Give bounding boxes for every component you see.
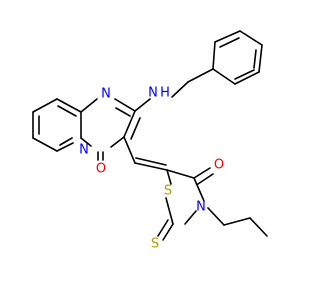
bond-double-inner — [130, 117, 141, 140]
atom-label-o: O — [96, 162, 106, 177]
bond-double-inner — [115, 107, 131, 117]
atom-label-s: S — [151, 237, 159, 252]
bond — [249, 217, 268, 237]
bond-double-inner — [234, 69, 255, 80]
bond — [212, 68, 236, 85]
bond — [32, 98, 58, 113]
bond — [110, 136, 125, 148]
atom-label-n: N — [79, 143, 89, 158]
atom-label-n: N — [148, 86, 158, 101]
bond — [80, 137, 92, 147]
bond — [193, 167, 211, 179]
bond — [223, 217, 251, 226]
bond — [184, 210, 197, 225]
atom-layer: N N N H O O S N S — [79, 86, 224, 252]
bond — [135, 157, 167, 166]
bond — [56, 142, 74, 152]
molecule-structure: N N N H O O S N S — [32, 30, 268, 252]
bond — [171, 81, 189, 98]
bond-double-inner — [253, 49, 257, 69]
bond-layer — [32, 30, 268, 241]
bond — [197, 173, 214, 185]
bond — [187, 68, 214, 83]
bond — [207, 207, 225, 226]
bond — [134, 162, 168, 171]
bond — [123, 136, 136, 164]
bond — [166, 169, 172, 185]
bond — [80, 98, 98, 113]
bond — [234, 71, 260, 85]
bond — [165, 197, 174, 225]
bond-double-inner — [57, 105, 77, 117]
bond — [114, 98, 136, 112]
bond — [56, 98, 82, 113]
bond — [32, 137, 58, 152]
bond-double-inner — [59, 137, 73, 146]
bond — [134, 98, 151, 112]
atom-label-n: N — [101, 87, 111, 102]
atom-label-n: N — [196, 200, 206, 215]
bond — [157, 219, 169, 237]
bond — [214, 30, 241, 43]
atom-label-h: H — [160, 86, 170, 101]
bond — [258, 44, 263, 73]
bond — [212, 41, 216, 70]
atom-label-o: O — [214, 158, 224, 173]
bond — [239, 30, 263, 46]
bond-double-inner — [219, 37, 240, 48]
bond — [193, 177, 205, 202]
bond — [166, 169, 195, 179]
bond — [123, 110, 136, 138]
atom-label-s: S — [164, 184, 172, 199]
bond — [162, 223, 174, 241]
